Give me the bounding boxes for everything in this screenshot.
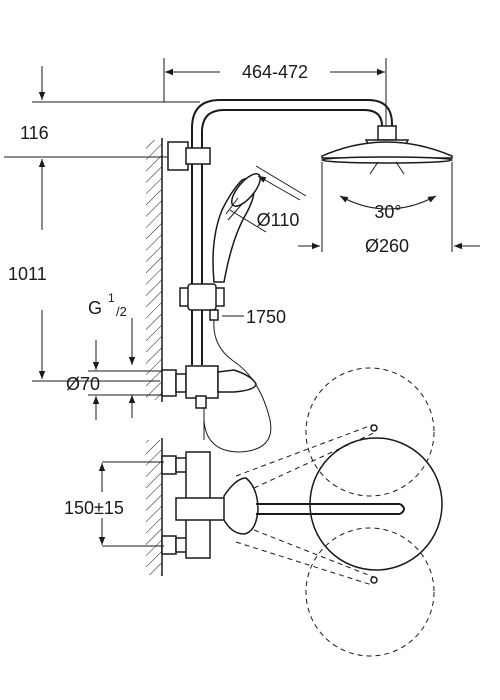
- wall-offset-label: 116: [20, 123, 49, 143]
- tilt-angle-indicator: 30°: [339, 195, 437, 222]
- rail-height-dimension: 1750: [222, 307, 286, 327]
- wall-lower: [146, 438, 163, 576]
- thread-numerator: 1: [108, 291, 115, 305]
- height-label: 1011: [8, 264, 47, 284]
- wall-offset-dimension: 116: [4, 66, 200, 158]
- rosette-dimension: Ø70: [66, 340, 170, 420]
- tilt-angle-label: 30°: [374, 202, 401, 222]
- shower-riser: [167, 99, 393, 365]
- thread-main: G: [88, 298, 102, 318]
- arm-length-dimension: 464-472: [163, 58, 387, 128]
- hose: [203, 319, 272, 453]
- handshower-diameter-dimension: Ø110: [229, 165, 307, 233]
- rosette-label: Ø70: [66, 374, 100, 394]
- mixer-valve-lower: [161, 451, 405, 559]
- head-shower-top-view: [235, 367, 443, 657]
- arm-length-label: 464-472: [242, 62, 308, 82]
- hand-shower: [212, 173, 261, 283]
- handshower-diameter-label: Ø110: [257, 210, 300, 230]
- height-dimension: 1011: [8, 159, 160, 382]
- thread-denominator: /2: [116, 304, 127, 319]
- centres-label: 150±15: [64, 498, 124, 518]
- head-diameter-dimension: Ø260: [298, 162, 480, 256]
- rail-height-label: 1750: [246, 307, 286, 327]
- wall-upper: [146, 138, 163, 402]
- head-shower: [321, 125, 453, 175]
- mixer-valve-upper: [161, 365, 257, 440]
- thread-callout: G 1 /2: [88, 291, 136, 418]
- head-diameter-label: Ø260: [365, 236, 409, 256]
- centres-dimension: 150±15: [64, 461, 164, 547]
